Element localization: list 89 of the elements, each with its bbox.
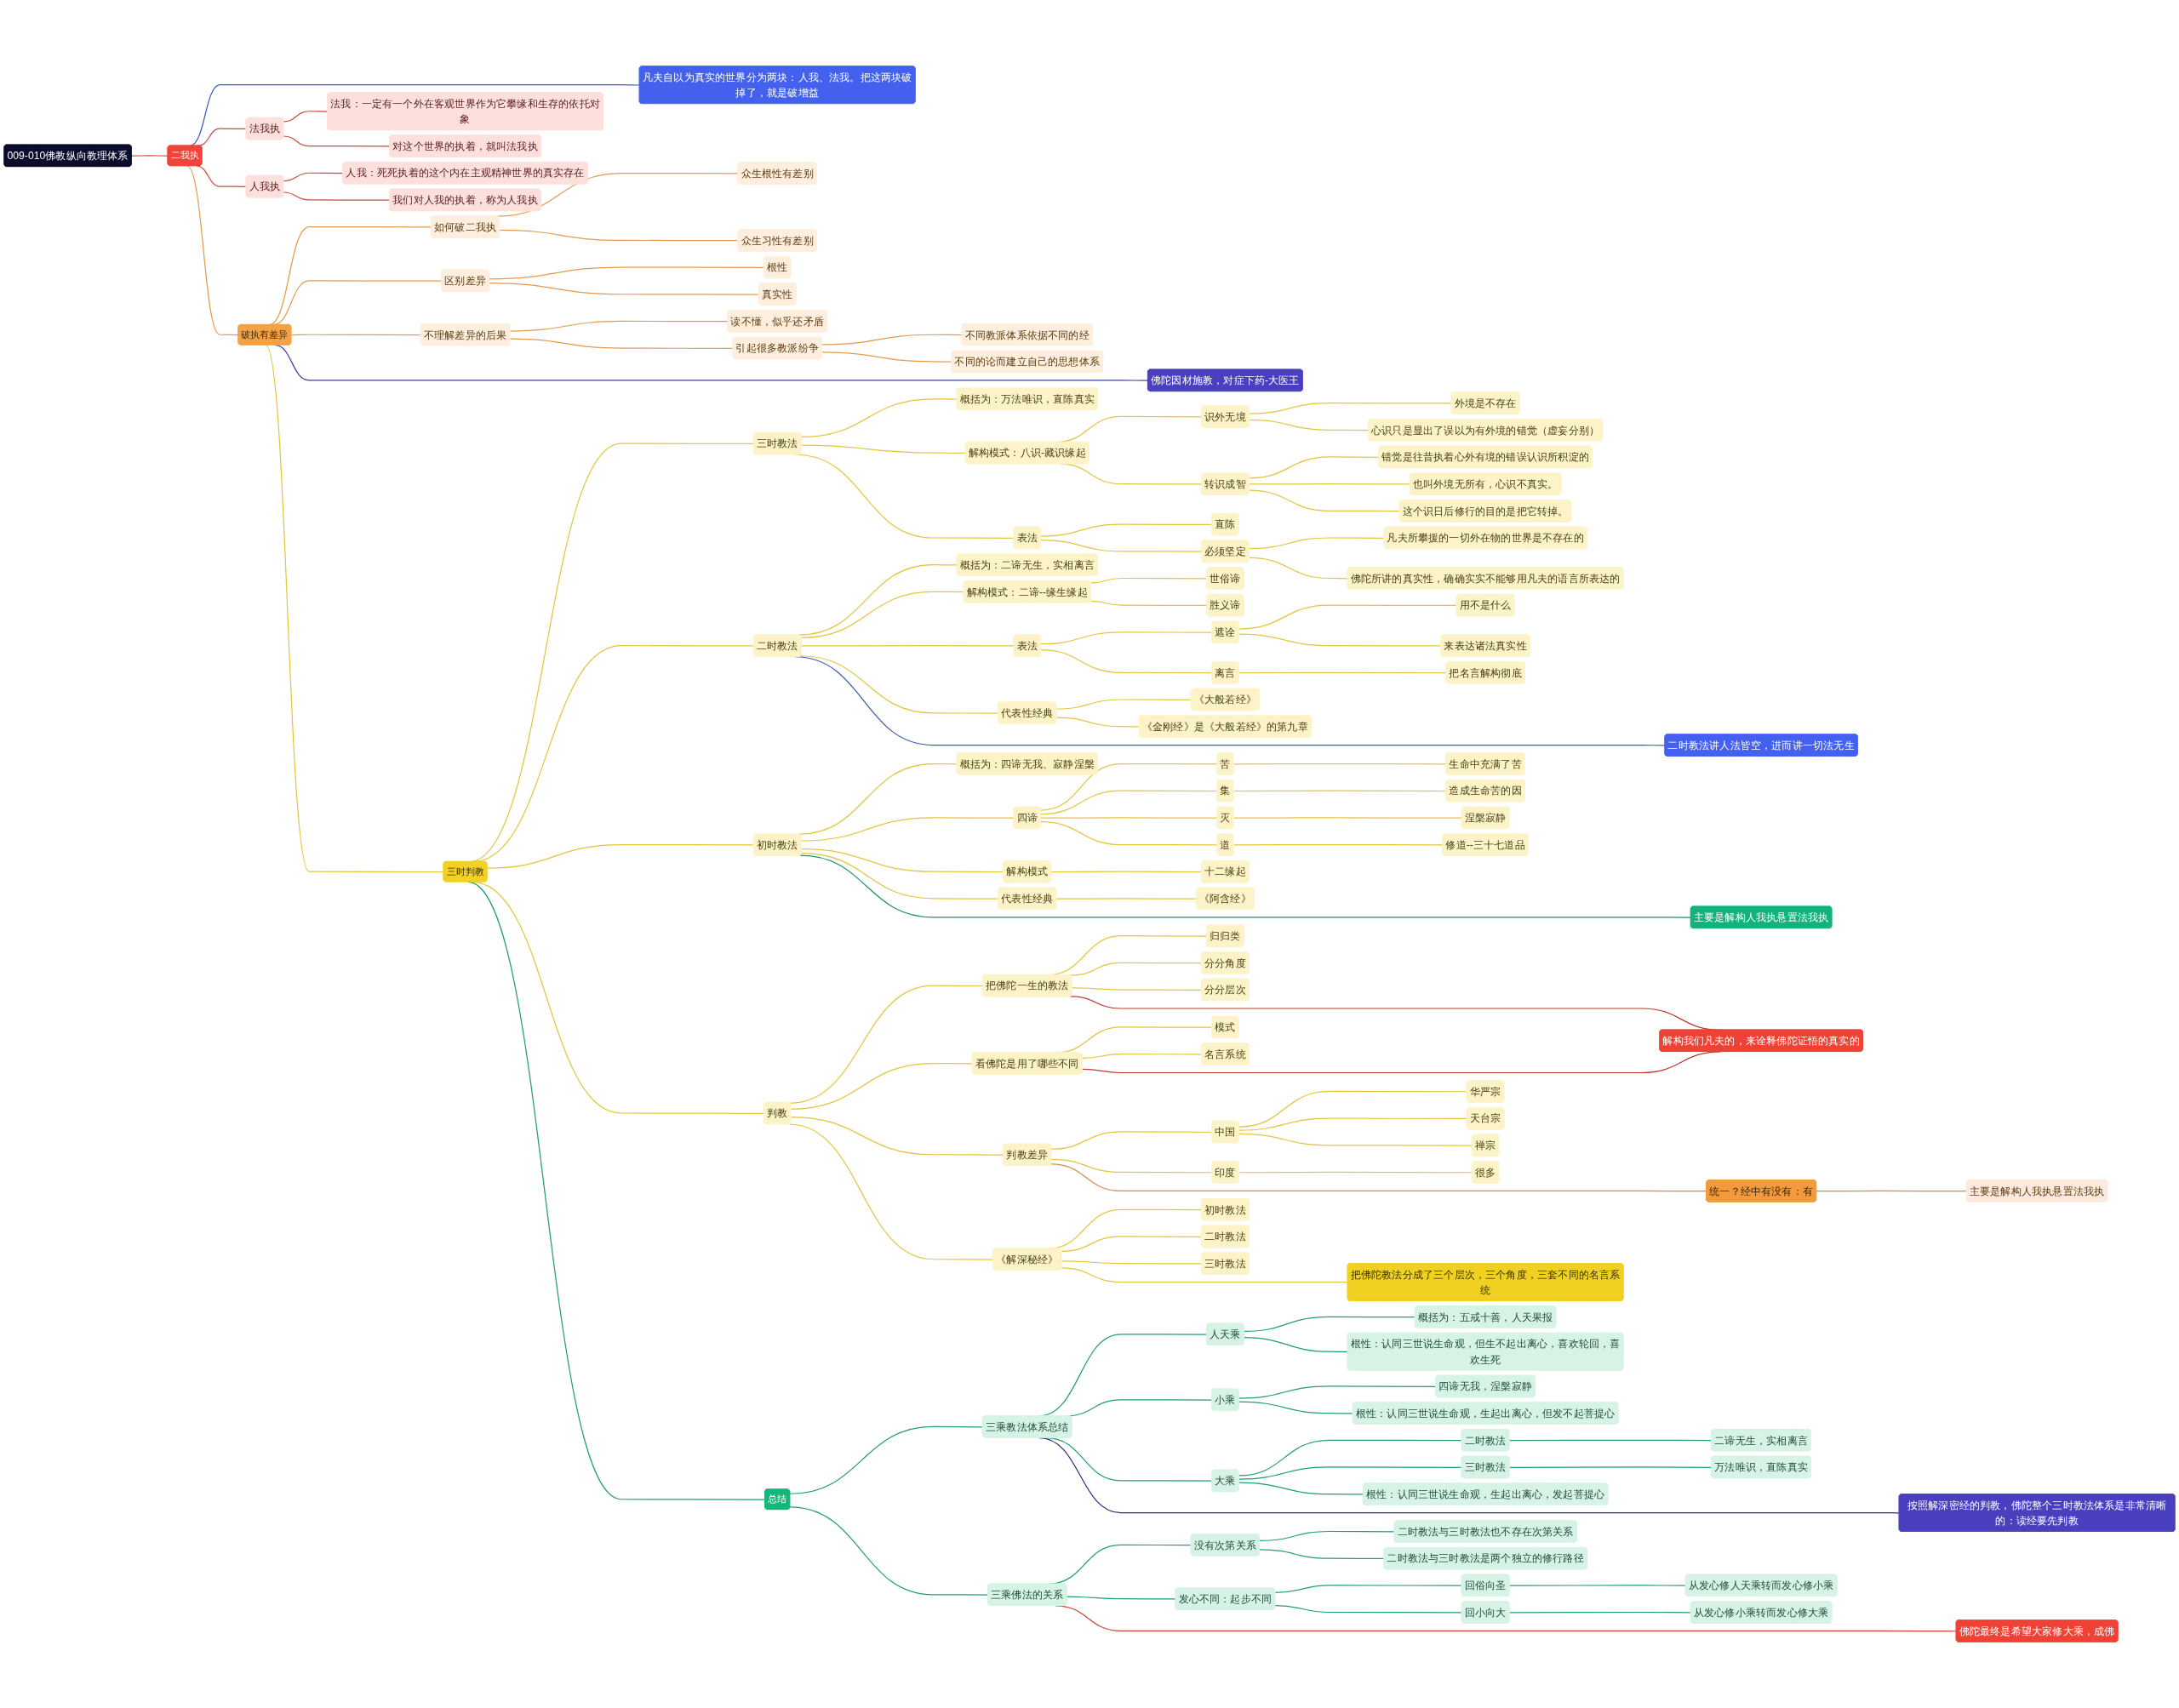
connector — [1238, 1133, 1473, 1146]
connector — [1061, 1260, 1203, 1265]
connector — [1050, 1158, 1213, 1174]
connector — [1249, 489, 1400, 512]
connector — [509, 338, 734, 349]
connector — [790, 1062, 974, 1110]
connector — [1238, 1117, 1468, 1131]
connector — [1232, 763, 1447, 765]
connector — [1259, 1549, 1385, 1560]
connector — [1238, 1466, 1462, 1480]
connector — [1244, 1337, 1349, 1353]
connector — [1238, 633, 1442, 647]
connector — [489, 283, 760, 295]
connector — [1238, 1171, 1473, 1174]
connector — [789, 1506, 989, 1596]
connector — [788, 1123, 994, 1260]
connector — [1249, 419, 1370, 431]
connector — [1232, 790, 1447, 792]
connector — [1238, 1439, 1462, 1477]
connector — [1040, 631, 1213, 645]
connector — [800, 398, 958, 438]
connector — [283, 191, 391, 201]
connector — [1061, 1236, 1203, 1252]
connector — [1259, 1530, 1395, 1542]
connector — [265, 344, 444, 873]
connector — [489, 266, 765, 280]
connector — [1050, 1131, 1213, 1150]
connector — [1238, 1385, 1437, 1399]
connector — [283, 135, 391, 147]
connector — [1508, 1611, 1692, 1614]
connector — [1249, 403, 1452, 414]
connector — [1232, 817, 1462, 819]
connector — [1050, 1163, 1707, 1192]
connector — [1244, 1316, 1416, 1333]
connector — [1238, 1401, 1354, 1414]
connector — [1232, 843, 1444, 846]
connector — [1816, 1190, 1968, 1192]
connector — [1508, 1585, 1687, 1586]
connector — [800, 655, 999, 714]
connector — [283, 172, 344, 182]
connector — [1090, 577, 1208, 584]
connector — [1070, 962, 1203, 976]
connector — [800, 591, 964, 638]
connector — [1508, 1439, 1713, 1442]
connector — [800, 817, 1015, 842]
connector — [1055, 717, 1141, 728]
connector — [1274, 1604, 1462, 1614]
connector — [499, 229, 739, 242]
connector — [1082, 1054, 1203, 1060]
connector — [790, 1116, 1004, 1156]
connector — [1055, 699, 1192, 710]
connector — [1040, 821, 1218, 846]
connector — [789, 985, 984, 1104]
connector — [1274, 1585, 1462, 1594]
connector — [1249, 557, 1349, 580]
connector — [486, 843, 755, 869]
connector — [1249, 537, 1385, 550]
connector — [1061, 1267, 1349, 1283]
connector — [283, 111, 329, 123]
connector — [1040, 817, 1218, 819]
connector — [509, 320, 729, 332]
connector — [1071, 987, 1203, 991]
connector — [1238, 1090, 1468, 1128]
connector — [1066, 1596, 1176, 1600]
connector — [290, 334, 422, 336]
connector — [1238, 671, 1447, 674]
connector — [1040, 763, 1218, 811]
connector — [1040, 539, 1203, 552]
connector — [1508, 1466, 1713, 1468]
connector — [821, 351, 952, 363]
connector — [1040, 648, 1213, 674]
connector — [789, 1425, 984, 1494]
connector — [800, 645, 1015, 647]
connector — [1040, 790, 1218, 815]
connector — [1238, 1482, 1364, 1495]
connector — [800, 852, 999, 900]
connector — [800, 848, 1004, 873]
connector — [1040, 523, 1213, 537]
connector — [131, 155, 169, 157]
connector — [799, 854, 1692, 918]
connector — [186, 165, 239, 336]
connector — [1249, 456, 1380, 479]
connector — [1055, 898, 1198, 900]
connector — [800, 444, 966, 454]
connector — [1238, 604, 1457, 630]
connector — [1050, 871, 1203, 873]
connector — [1090, 600, 1208, 607]
connector — [1249, 483, 1411, 485]
connector — [821, 334, 963, 346]
